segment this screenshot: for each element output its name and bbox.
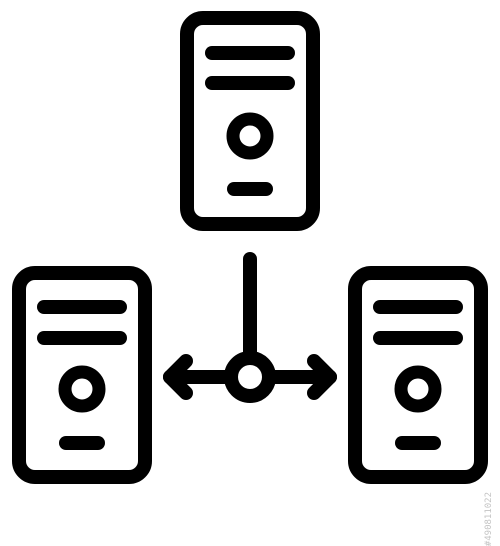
stock-id-watermark: #490811022 — [484, 492, 494, 546]
server-network-icon — [0, 0, 500, 500]
server-top — [187, 18, 313, 224]
server-bottom-right-power-button — [401, 372, 435, 406]
server-top-power-button — [233, 119, 267, 153]
server-bottom-left-power-button — [65, 372, 99, 406]
server-network-svg — [0, 0, 500, 500]
server-bottom-left — [19, 273, 145, 477]
network-connector — [170, 259, 330, 396]
server-bottom-right — [355, 273, 481, 477]
